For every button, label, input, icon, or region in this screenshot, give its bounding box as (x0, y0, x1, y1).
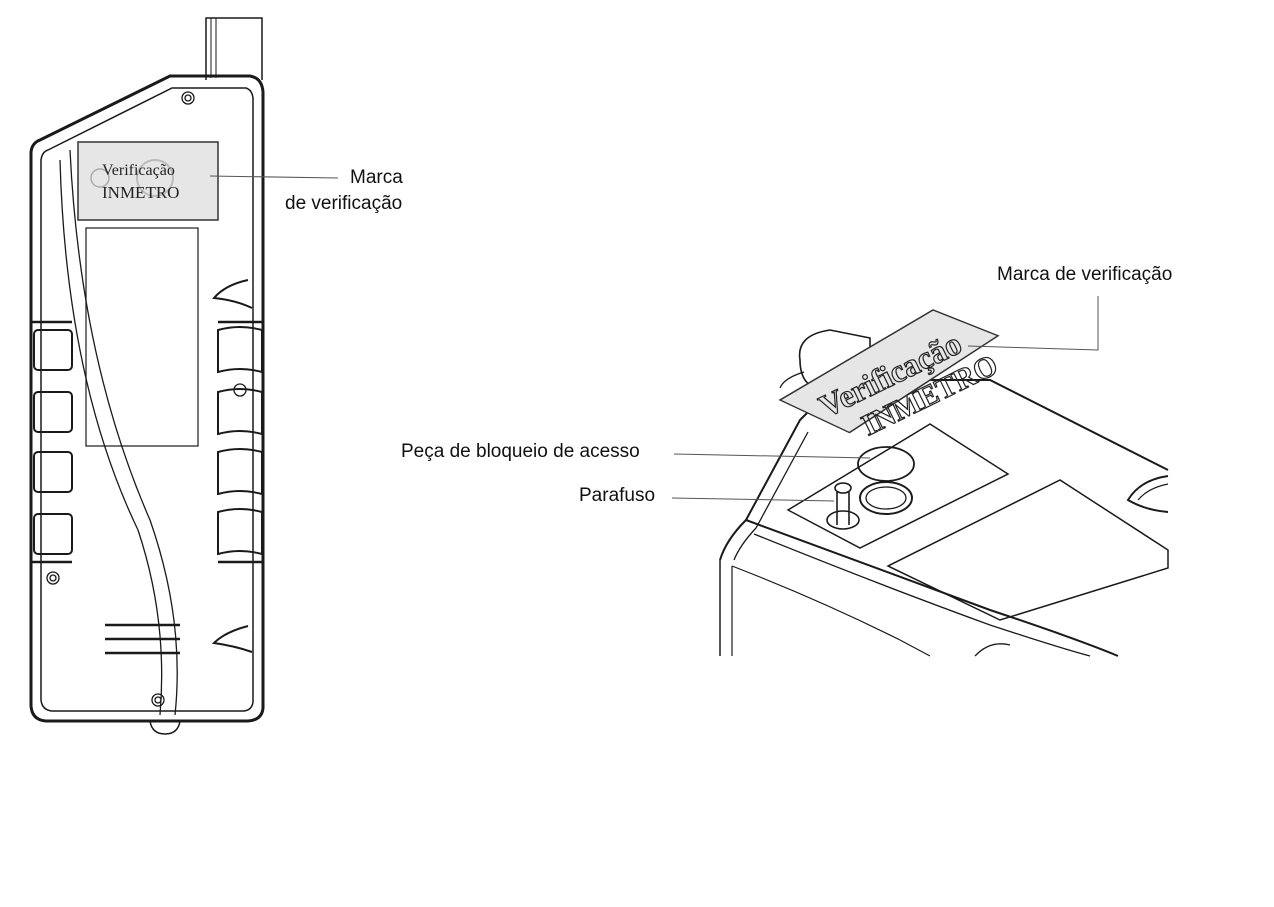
left-body-outer (29, 74, 265, 723)
right-clip-notch (1126, 475, 1169, 513)
left-callout-mark: Marca (350, 167, 403, 188)
left-seal (77, 141, 219, 221)
left-curve-band (69, 149, 178, 716)
right-callout-mark: Marca de verificação (997, 264, 1173, 285)
left-device (29, 17, 265, 735)
screw (826, 482, 860, 530)
callout-screw: Parafuso (579, 485, 656, 506)
left-curve-band-2 (59, 159, 163, 716)
left-seal-text-2: INMETRO (102, 183, 179, 202)
left-body-inner (40, 87, 254, 712)
left-notches (211, 279, 253, 653)
right-seal (778, 309, 1000, 434)
right-leader-lines (671, 296, 1099, 502)
callout-access-lock: Peça de bloqueio de acesso (401, 441, 640, 462)
left-leader-line (209, 175, 339, 179)
access-lock-piece (857, 446, 915, 482)
right-display-panel (886, 479, 1169, 621)
left-bottom-connector (149, 720, 181, 735)
right-body-top-inner (733, 431, 809, 561)
left-antenna (205, 17, 263, 80)
right-lock-plate (786, 423, 1010, 549)
right-side-buttons (217, 320, 263, 564)
left-display-window (85, 227, 199, 447)
left-speaker-grille (105, 623, 180, 655)
left-side-buttons (31, 320, 73, 564)
left-screws (46, 91, 247, 707)
left-callout-verification: de verificação (285, 193, 403, 214)
left-seal-text-1: Verificação (102, 162, 175, 179)
